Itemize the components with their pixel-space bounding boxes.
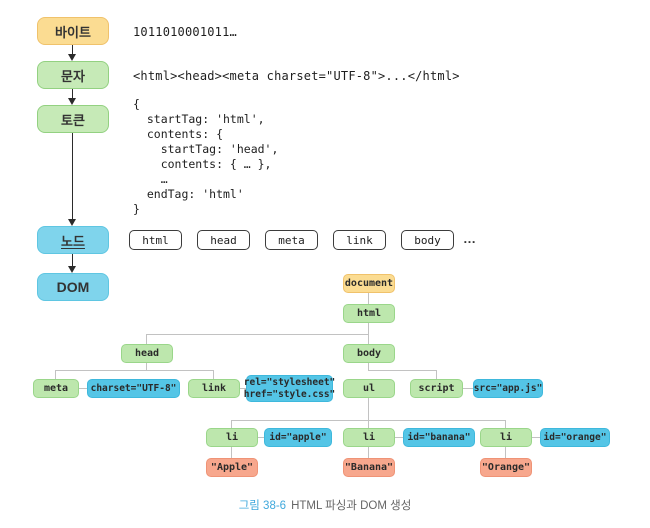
node-box-body: body: [401, 230, 454, 250]
figure-caption: 그림 38-6 HTML 파싱과 DOM 생성: [0, 497, 650, 513]
node-box-meta: meta: [265, 230, 318, 250]
connector-line: [368, 420, 369, 428]
arrow-token-to-node-line: [72, 133, 73, 219]
stage-box-node: 노드: [37, 226, 109, 254]
connector-line: [368, 323, 369, 334]
stage-label-byte: 바이트: [55, 24, 91, 40]
connector-line: [146, 334, 147, 344]
connector-line: [213, 370, 214, 379]
arrow-char-to-token-line: [72, 89, 73, 99]
node-box-head: head: [197, 230, 250, 250]
dom-attr-rel-href: rel="stylesheet" href="style.css": [244, 375, 335, 402]
connector-line: [368, 447, 369, 458]
arrow-byte-to-char-head: [68, 54, 76, 61]
stage-label-dom: DOM: [56, 279, 90, 295]
connector-line: [532, 437, 540, 438]
arrow-char-to-token-head: [68, 98, 76, 105]
dom-text-banana: "Banana": [343, 458, 395, 477]
dom-node-document: document: [343, 274, 395, 293]
dom-node-link: link: [188, 379, 240, 398]
dom-node-li-orange: li: [480, 428, 532, 447]
connector-line: [368, 398, 369, 420]
connector-line: [55, 370, 214, 371]
dom-text-apple: "Apple": [206, 458, 258, 477]
byte-stream-text: 1011010001011…: [133, 25, 237, 39]
node-box-html: html: [129, 230, 182, 250]
connector-line: [146, 334, 369, 335]
stage-label-token: 토큰: [61, 112, 85, 128]
dom-node-head: head: [121, 344, 173, 363]
char-stream-text: <html><head><meta charset="UTF-8">...</h…: [133, 69, 460, 83]
figure-caption-text: HTML 파싱과 DOM 생성: [291, 500, 412, 512]
dom-node-meta: meta: [33, 379, 79, 398]
connector-line: [395, 437, 403, 438]
dom-node-ul: ul: [343, 379, 395, 398]
connector-line: [505, 420, 506, 428]
connector-line: [240, 388, 246, 389]
connector-line: [463, 388, 473, 389]
arrow-token-to-node-head: [68, 219, 76, 226]
node-row-ellipsis: …: [463, 231, 476, 246]
connector-line: [368, 363, 369, 370]
connector-line: [368, 370, 437, 371]
connector-line: [368, 293, 369, 304]
token-code-block: { startTag: 'html', contents: { startTag…: [133, 97, 279, 216]
dom-attr-id-banana: id="banana": [403, 428, 475, 447]
stage-label-node: 노드: [61, 233, 85, 249]
dom-node-html: html: [343, 304, 395, 323]
connector-line: [258, 437, 264, 438]
connector-line: [79, 388, 87, 389]
dom-attr-id-apple: id="apple": [264, 428, 332, 447]
dom-attr-charset: charset="UTF-8": [87, 379, 180, 398]
connector-line: [231, 420, 232, 428]
stage-box-char: 문자: [37, 61, 109, 89]
dom-node-li-banana: li: [343, 428, 395, 447]
arrow-node-to-dom-head: [68, 266, 76, 273]
connector-line: [436, 370, 437, 379]
connector-line: [146, 363, 147, 370]
stage-box-dom: DOM: [37, 273, 109, 301]
connector-line: [55, 370, 56, 379]
stage-box-byte: 바이트: [37, 17, 109, 45]
connector-line: [505, 447, 506, 458]
dom-node-body: body: [343, 344, 395, 363]
stage-box-token: 토큰: [37, 105, 109, 133]
dom-text-orange: "Orange": [480, 458, 532, 477]
connector-line: [368, 334, 369, 344]
dom-node-li-apple: li: [206, 428, 258, 447]
dom-node-script: script: [410, 379, 463, 398]
stage-label-char: 문자: [61, 68, 85, 84]
dom-attr-id-orange: id="orange": [540, 428, 610, 447]
arrow-node-to-dom-line: [72, 254, 73, 266]
connector-line: [231, 447, 232, 458]
node-box-link: link: [333, 230, 386, 250]
arrow-byte-to-char-line: [72, 45, 73, 55]
figure-caption-number: 그림 38-6: [238, 500, 287, 512]
dom-attr-src: src="app.js": [473, 379, 543, 398]
